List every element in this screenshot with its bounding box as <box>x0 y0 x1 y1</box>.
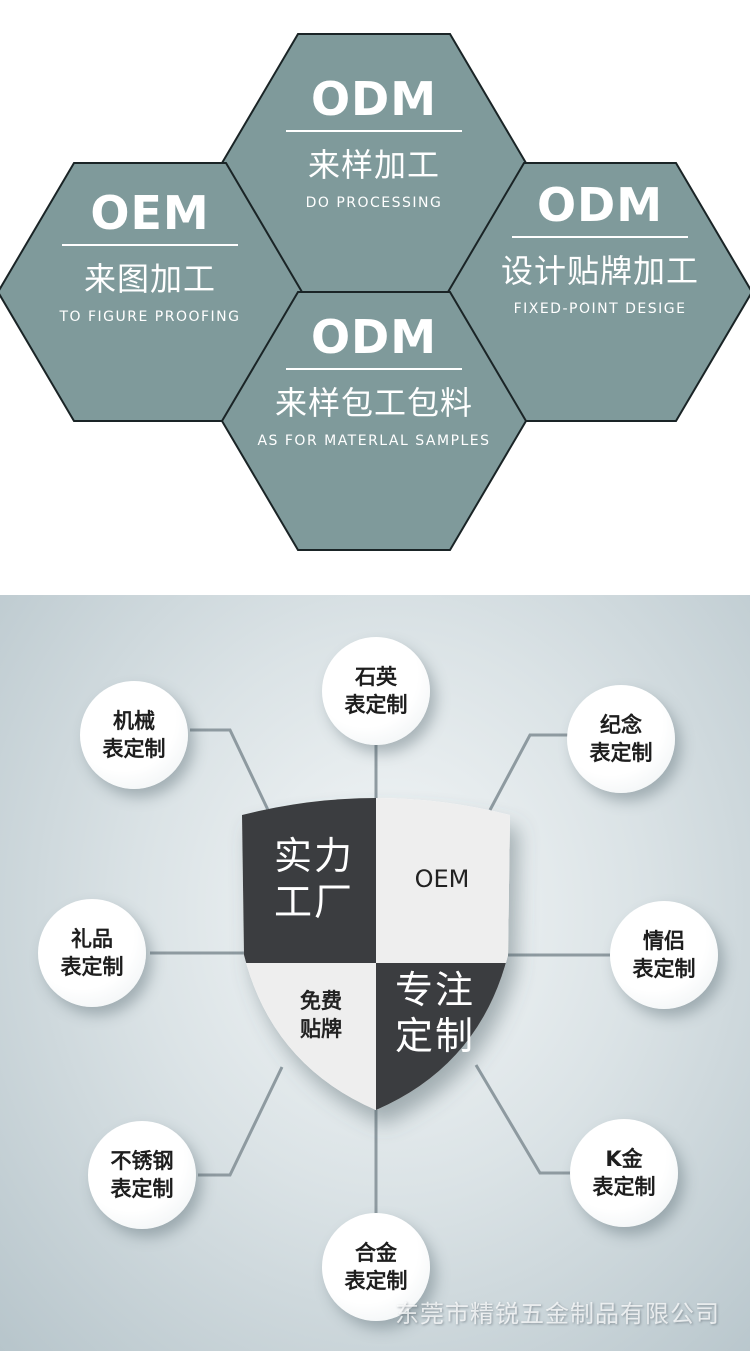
hexagon-divider <box>286 130 462 132</box>
bubble-text: 礼品 <box>71 927 113 951</box>
shield-label-oem: OEM <box>392 865 492 893</box>
hexagon-odm-design: ODM 设计贴牌加工 FIXED-POINT DESIGE <box>497 180 703 318</box>
hexagon-title: ODM <box>310 72 438 126</box>
hexagon-divider <box>62 244 238 246</box>
shield <box>242 798 510 1110</box>
shield-text-line: 工厂 <box>273 880 354 924</box>
bubble-mechanical: 机械 表定制 <box>80 681 188 789</box>
hexagon-title: ODM <box>536 178 664 232</box>
hexagon-cn-label: 来样加工 <box>307 146 440 184</box>
shield-graphic <box>150 728 610 1215</box>
hexagon-cn-label: 来图加工 <box>83 260 216 298</box>
bubble-stainless: 不锈钢 表定制 <box>88 1121 196 1229</box>
hexagon-graphic <box>0 33 750 551</box>
shield-text-line: 贴牌 <box>300 1017 342 1041</box>
hexagon-cn-label: 来样包工包料 <box>274 384 473 422</box>
shield-text-line: OEM <box>414 865 470 893</box>
bubble-gift: 礼品 表定制 <box>38 899 146 1007</box>
bubble-text: 表定制 <box>110 1177 174 1201</box>
company-watermark: 东莞市精锐五金制品有限公司 <box>395 1300 720 1328</box>
bubble-couple: 情侣 表定制 <box>610 901 718 1009</box>
shield-quadrant-top-right <box>376 798 510 963</box>
bubble-text: 表定制 <box>344 693 408 717</box>
connector-line <box>474 1064 572 1175</box>
bubble-text: 不锈钢 <box>110 1149 174 1173</box>
hexagon-en-label: AS FOR MATERLAL SAMPLES <box>257 433 491 449</box>
shield-label-strength: 实力 工厂 <box>262 833 366 925</box>
shield-text-line: 定制 <box>394 1014 475 1058</box>
shield-text-line: 专注 <box>394 968 475 1012</box>
hexagon-en-label: DO PROCESSING <box>305 195 443 211</box>
hexagon-divider <box>286 368 462 370</box>
bubble-quartz: 石英 表定制 <box>322 637 430 745</box>
hexagon-cn-label: 设计贴牌加工 <box>500 252 699 290</box>
bubble-text: 机械 <box>113 709 155 733</box>
bubble-alloy: 合金 表定制 <box>322 1213 430 1321</box>
shield-quadrant-top-left <box>242 798 376 963</box>
shield-label-custom: 专注 定制 <box>380 967 490 1059</box>
hexagon-title: ODM <box>310 310 438 364</box>
hexagon-odm-material: ODM 来样包工包料 AS FOR MATERLAL SAMPLES <box>254 312 494 450</box>
bubble-text: 表定制 <box>102 737 166 761</box>
connector-line <box>190 728 270 811</box>
connector-line <box>198 1066 284 1177</box>
shield-text-line: 实力 <box>273 834 354 878</box>
shield-text-line: 免费 <box>300 989 342 1013</box>
bubble-text: 表定制 <box>632 957 696 981</box>
connector-line <box>488 733 570 811</box>
hexagon-divider <box>512 236 688 238</box>
hexagon-shape-odm-material <box>220 291 528 551</box>
hexagon-en-label: FIXED-POINT DESIGE <box>513 301 687 317</box>
connector-lines <box>150 728 610 1215</box>
bubble-souvenir: 纪念 表定制 <box>567 685 675 793</box>
shield-label-free-oem: 免费 贴牌 <box>276 987 366 1043</box>
bubble-kgold: K金 表定制 <box>570 1119 678 1227</box>
hexagon-section: ODM 来样加工 DO PROCESSING OEM 来图加工 TO FIGUR… <box>0 0 750 580</box>
bubble-text: 石英 <box>355 665 397 689</box>
bubble-text: 表定制 <box>344 1269 408 1293</box>
bubble-text: 合金 <box>355 1241 397 1265</box>
hexagon-odm-sample: ODM 来样加工 DO PROCESSING <box>274 74 474 212</box>
bubble-text: 情侣 <box>643 929 685 953</box>
bubble-text: 表定制 <box>589 741 653 765</box>
shield-infographic: 实力 工厂 OEM 免费 贴牌 专注 定制 石英 表定制 机械 表定制 纪念 表… <box>0 595 750 1351</box>
hexagon-title: OEM <box>90 186 210 240</box>
hexagon-oem-drawing: OEM 来图加工 TO FIGURE PROOFING <box>50 188 250 326</box>
bubble-text: 纪念 <box>600 713 642 737</box>
bubble-text: K金 <box>605 1147 643 1171</box>
bubble-text: 表定制 <box>60 955 124 979</box>
hexagon-en-label: TO FIGURE PROOFING <box>59 309 241 325</box>
bubble-text: 表定制 <box>592 1175 656 1199</box>
